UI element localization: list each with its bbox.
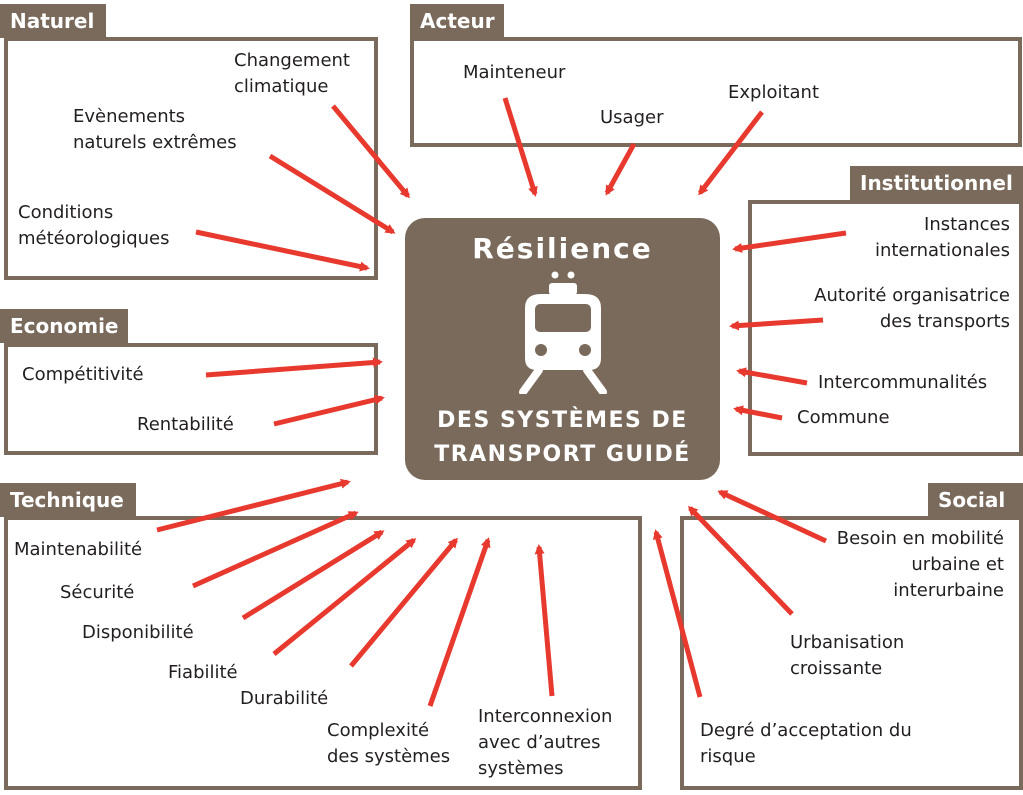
center-title: Résilience — [472, 232, 653, 265]
arrow-competitivite — [205, 357, 383, 378]
label-autorite-organisatrice: Autorité organisatrice des transports — [814, 285, 1010, 332]
center-subtitle-line1: DES SYSTÈMES DE — [437, 408, 688, 433]
center-subtitle: DES SYSTÈMES DE TRANSPORT GUIDÉ — [405, 404, 720, 472]
arrow-exploitant — [698, 110, 764, 196]
arrow-instances-internationales — [732, 230, 847, 253]
label-fiabilite: Fiabilité — [168, 662, 238, 683]
economie-box — [4, 343, 378, 455]
social-header: Social — [928, 483, 1023, 517]
arrow-securite — [191, 510, 359, 589]
train-icon — [519, 271, 607, 394]
label-urbanisation: Urbanisation croissante — [790, 632, 905, 679]
institutionnel-header: Institutionnel — [850, 166, 1023, 200]
label-exploitant: Exploitant — [728, 82, 820, 103]
arrow-besoin-mobilite — [717, 489, 828, 544]
social-box — [680, 516, 1023, 790]
economie-header: Economie — [0, 309, 128, 343]
label-securite: Sécurité — [60, 582, 135, 603]
label-degre-acceptation: Degré d’acceptation du risque — [700, 720, 912, 767]
label-competitivite: Compétitivité — [22, 364, 144, 385]
arrow-intercommunalites — [736, 367, 808, 386]
label-rentabilite: Rentabilité — [137, 414, 234, 435]
center-panel: Résilience DES SYSTÈMES DE TRANSPORT GUI… — [405, 218, 720, 480]
label-mainteneur: Mainteneur — [463, 62, 566, 83]
arrow-degre-acceptation — [652, 529, 703, 698]
arrow-complexite — [427, 537, 491, 707]
arrow-rentabilite — [273, 394, 385, 427]
naturel-header: Naturel — [0, 4, 106, 38]
arrow-maintenabilite — [156, 478, 351, 533]
arrow-disponibilite — [241, 529, 385, 621]
label-disponibilite: Disponibilité — [82, 622, 194, 643]
label-commune: Commune — [797, 407, 890, 428]
label-changement-climatique: Changement climatique — [234, 50, 350, 97]
label-interconnexion: Interconnexion avec d’autres systèmes — [478, 706, 613, 779]
arrow-conditions-meteo — [195, 229, 370, 272]
label-intercommunalites: Intercommunalités — [818, 372, 988, 393]
label-maintenabilite: Maintenabilité — [14, 539, 143, 560]
label-conditions-meteo: Conditions météorologiques — [18, 202, 170, 249]
arrow-mainteneur — [502, 97, 538, 197]
technique-box — [4, 516, 642, 790]
label-complexite: Complexité des systèmes — [327, 720, 451, 767]
arrow-changement-climatique — [331, 104, 410, 199]
label-besoin-mobilite: Besoin en mobilité urbaine et interurbai… — [836, 528, 1004, 601]
arrow-fiabilite — [272, 538, 417, 656]
center-subtitle-line2: TRANSPORT GUIDÉ — [434, 442, 691, 467]
arrow-autorite-organisatrice — [729, 317, 824, 331]
label-durabilite: Durabilité — [240, 688, 329, 709]
label-instances-internationales: Instances internationales — [874, 214, 1010, 261]
label-evenements-naturels: Evènements naturels extrêmes — [73, 106, 237, 153]
arrow-urbanisation — [687, 505, 794, 616]
arrow-usager — [604, 142, 637, 196]
label-usager: Usager — [600, 107, 664, 128]
naturel-box — [4, 37, 378, 280]
arrow-evenements-naturels — [268, 153, 396, 235]
arrow-durabilite — [349, 537, 458, 668]
technique-header: Technique — [0, 483, 136, 517]
acteur-header: Acteur — [410, 4, 504, 38]
arrow-interconnexion — [534, 544, 555, 697]
arrow-commune — [733, 405, 783, 421]
